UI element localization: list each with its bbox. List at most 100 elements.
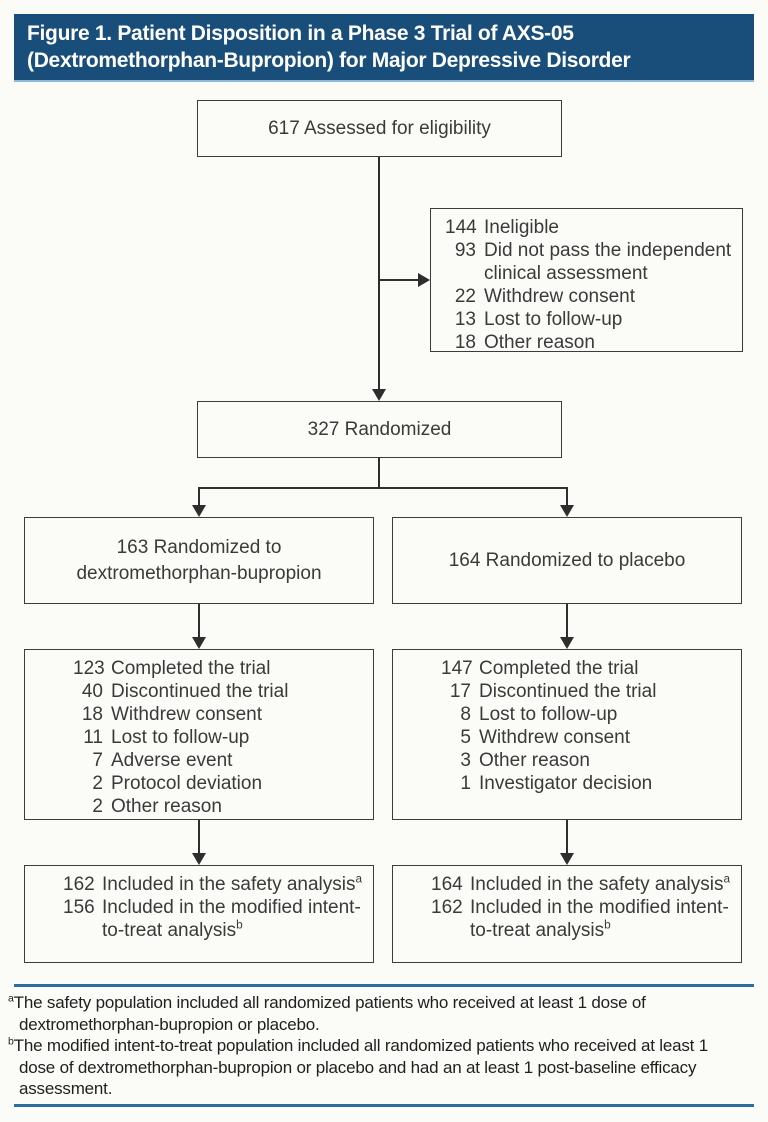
count-value: 2 xyxy=(92,796,103,817)
count-value: 13 xyxy=(454,309,476,330)
arrowhead-down-icon xyxy=(560,853,574,865)
count-item: 18 Other reason xyxy=(445,331,736,354)
randomized-box: 327 Randomized xyxy=(197,401,562,458)
count-item: 164 Included in the safety analysisa xyxy=(431,873,735,896)
count-value: 162 xyxy=(431,897,463,918)
count-item: 11 Lost to follow-up xyxy=(73,726,367,749)
count-value: 18 xyxy=(81,704,103,725)
count-value: 93 xyxy=(454,240,476,261)
count-item: 2 Other reason xyxy=(73,795,367,818)
count-value: 162 xyxy=(63,874,95,895)
footnote-rule-bottom xyxy=(14,1104,754,1107)
figure-title-line-1: Figure 1. Patient Disposition in a Phase… xyxy=(27,22,574,45)
count-value: 11 xyxy=(83,727,103,748)
count-label: Ineligible xyxy=(484,217,559,238)
count-item: 17 Discontinued the trial xyxy=(441,680,735,703)
count-value: 3 xyxy=(460,750,471,771)
count-item: 1 Investigator decision xyxy=(441,772,735,795)
count-item: 162 Included in the modified intent-to-tr… xyxy=(431,896,735,942)
arm-placebo-box: 164 Randomized to placebo xyxy=(392,517,742,604)
arm-label-line-1: 163 Randomized to xyxy=(116,536,282,558)
count-label: Other reason xyxy=(484,332,595,353)
arrowhead-down-icon xyxy=(560,505,574,517)
arrowhead-right-icon xyxy=(418,273,430,287)
count-value: 123 xyxy=(73,658,105,679)
count-label: Did not pass the independent clinical as… xyxy=(484,240,732,284)
arrowhead-down-icon xyxy=(192,853,206,865)
assessed-box: 617 Assessed for eligibility xyxy=(197,100,562,157)
count-value: 18 xyxy=(454,332,476,353)
arm-dextromethorphan-bupropion-box: 163 Randomized to dextromethorphan-bupro… xyxy=(24,517,374,604)
figure-title-bar: Figure 1. Patient Disposition in a Phase… xyxy=(14,14,754,82)
connector-to-ineligible xyxy=(379,279,419,281)
arm-label-line-2: dextromethorphan-bupropion xyxy=(76,562,322,584)
count-label: Lost to follow-up xyxy=(111,727,250,748)
footnotes: aThe safety population included all rand… xyxy=(8,992,742,1100)
count-value: 2 xyxy=(92,773,103,794)
ineligible-box: 144 Ineligible 93 Did not pass the indepen… xyxy=(430,208,743,354)
count-label: Discontinued the trial xyxy=(479,681,657,702)
count-label: Adverse event xyxy=(111,750,233,771)
count-value: 144 xyxy=(445,217,477,238)
count-item: 40 Discontinued the trial xyxy=(73,680,367,703)
arrowhead-down-icon xyxy=(560,637,574,649)
count-item: 123 Completed the trial xyxy=(73,657,367,680)
footnote-marker: a xyxy=(8,992,14,1005)
analysis-dextromethorphan-bupropion-box: 162 Included in the safety analysisa 156 I… xyxy=(24,865,374,963)
count-label: Lost to follow-up xyxy=(479,704,618,725)
count-value: 5 xyxy=(460,727,471,748)
count-label: Completed the trial xyxy=(111,658,271,679)
arrowhead-down-icon xyxy=(192,637,206,649)
count-value: 17 xyxy=(449,681,471,702)
count-value: 164 xyxy=(431,874,463,895)
footnote-rule-top xyxy=(14,984,754,987)
count-item: 144 Ineligible xyxy=(445,216,736,239)
footnote-text: The modified intent-to-treat population … xyxy=(13,1036,708,1098)
count-value: 40 xyxy=(81,681,103,702)
count-item: 5 Withdrew consent xyxy=(441,726,735,749)
footnote-marker: a xyxy=(355,872,363,886)
arm-label: 164 Randomized to placebo xyxy=(448,549,686,571)
count-label: Withdrew consent xyxy=(479,727,631,748)
count-value: 156 xyxy=(63,897,95,918)
count-label: Included in the modified intent-to-treat… xyxy=(470,897,729,941)
footnote-marker: b xyxy=(604,918,611,932)
count-label: Other reason xyxy=(111,796,222,817)
count-item: 2 Protocol deviation xyxy=(73,772,367,795)
count-label: Included in the modified intent-to-treat… xyxy=(102,897,361,941)
count-item: 93 Did not pass the independent clinical … xyxy=(445,239,736,285)
count-label: Protocol deviation xyxy=(111,773,263,794)
count-label: Lost to follow-up xyxy=(484,309,623,330)
count-label: Withdrew consent xyxy=(484,286,636,307)
arrowhead-down-icon xyxy=(372,389,386,401)
count-label: Investigator decision xyxy=(479,773,653,794)
count-label: Included in the safety analysisa xyxy=(470,872,731,895)
connector-arm-to-completed-left xyxy=(198,604,200,638)
connector-randomized-to-branch xyxy=(378,458,380,488)
connector-arm-to-completed-right xyxy=(566,604,568,638)
footnote-marker: b xyxy=(8,1035,14,1048)
count-label: Completed the trial xyxy=(479,658,639,679)
count-item: 13 Lost to follow-up xyxy=(445,308,736,331)
figure-title-line-2: (Dextromethorphan-Bupropion) for Major D… xyxy=(27,48,631,72)
footnote-a: aThe safety population included all rand… xyxy=(8,992,742,1035)
count-label: Other reason xyxy=(479,750,590,771)
footnote-marker: b xyxy=(236,918,243,932)
count-label: Discontinued the trial xyxy=(111,681,289,702)
count-item: 3 Other reason xyxy=(441,749,735,772)
count-item: 162 Included in the safety analysisa xyxy=(63,873,367,896)
count-label: Included in the safety analysisa xyxy=(102,872,363,895)
randomized-label: 327 Randomized xyxy=(307,418,452,440)
count-value: 7 xyxy=(92,750,103,771)
count-item: 156 Included in the modified intent-to-tr… xyxy=(63,896,367,942)
completed-dextromethorphan-bupropion-box: 123 Completed the trial 40 Discontinued th… xyxy=(24,649,374,820)
count-value: 1 xyxy=(460,773,471,794)
connector-branch xyxy=(198,487,568,489)
connector-branch-to-arm-left xyxy=(198,487,200,506)
count-item: 7 Adverse event xyxy=(73,749,367,772)
